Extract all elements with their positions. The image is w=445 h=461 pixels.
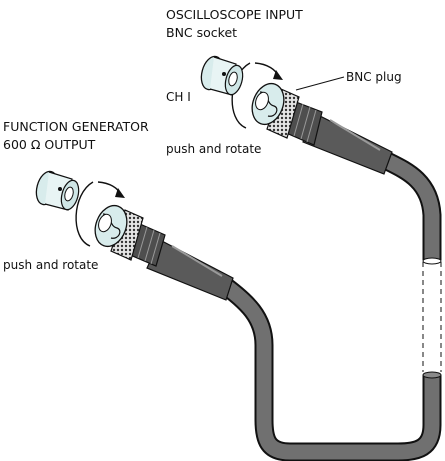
rotate-arrow-lower-icon	[75, 181, 125, 247]
bnc-plug-label: BNC plug	[346, 70, 402, 84]
push-and-rotate-lower-label: push and rotate	[3, 258, 98, 272]
bnc-socket-oscilloscope	[200, 55, 244, 96]
bnc-plug-upper	[251, 82, 393, 175]
oscilloscope-input-label: OSCILLOSCOPE INPUT	[166, 7, 303, 22]
coaxial-cable	[214, 151, 442, 461]
bnc-plug-lower	[94, 204, 234, 301]
function-generator-label: FUNCTION GENERATOR	[3, 119, 149, 134]
bnc-socket-function-generator	[35, 170, 80, 211]
bnc-plug-leader-line	[295, 76, 345, 91]
output-impedance-label: 600 Ω OUTPUT	[3, 137, 96, 152]
push-and-rotate-upper-label: push and rotate	[166, 142, 261, 156]
rotate-arrow-upper-icon	[231, 62, 283, 129]
channel-label: CH I	[166, 90, 191, 104]
bnc-socket-label: BNC socket	[166, 25, 237, 40]
